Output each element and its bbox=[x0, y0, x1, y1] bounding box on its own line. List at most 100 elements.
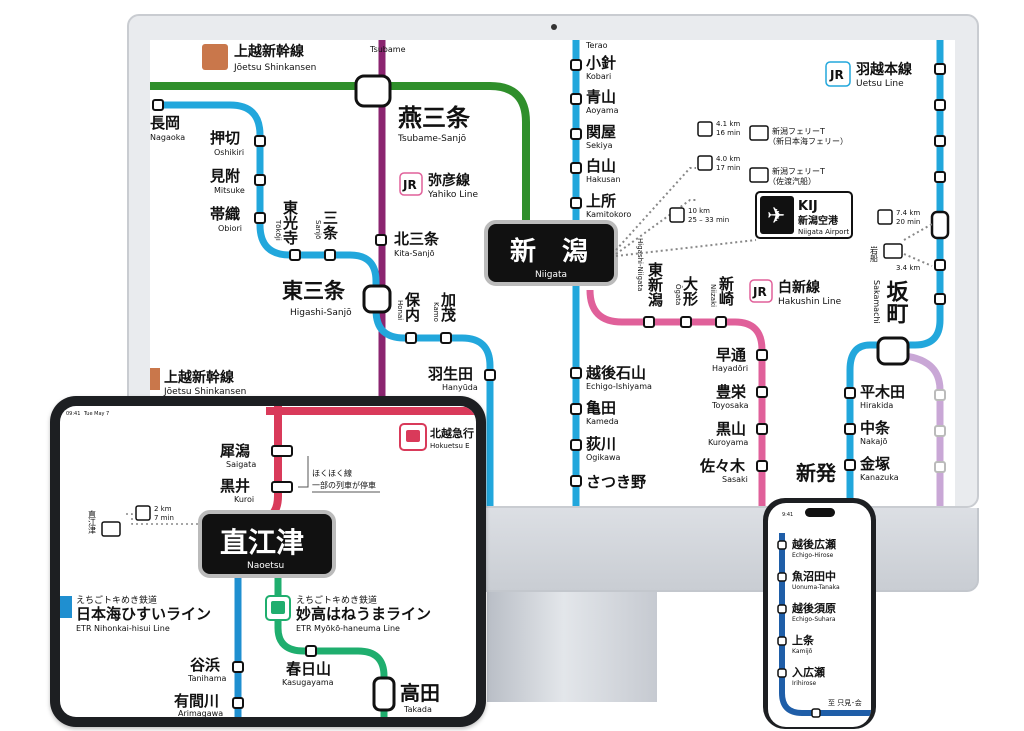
station-marker[interactable] bbox=[232, 661, 244, 673]
station-sekiya-en: Sekiya bbox=[586, 141, 613, 150]
kita-sanjo-en: Kita-Sanjō bbox=[394, 249, 435, 258]
station-marker[interactable] bbox=[570, 475, 582, 487]
station-kuroyama-jp: 黒山 bbox=[716, 420, 746, 438]
station-aoyama-jp: 青山 bbox=[586, 88, 616, 106]
train-icon bbox=[406, 430, 420, 442]
station-marker[interactable] bbox=[811, 708, 821, 718]
station-marker[interactable] bbox=[934, 171, 946, 183]
bus-time: 7 min bbox=[154, 514, 174, 522]
station-marker[interactable] bbox=[570, 439, 582, 451]
naoetsu-en: Naoetsu bbox=[247, 561, 284, 571]
station-marker[interactable] bbox=[756, 423, 768, 435]
naoetsu-jp: 直江津 bbox=[220, 526, 304, 559]
station-marker[interactable] bbox=[440, 332, 452, 344]
station-marker[interactable] bbox=[324, 249, 336, 261]
station-tokoji-en: Tōkōji bbox=[274, 219, 282, 241]
station-marker[interactable] bbox=[777, 668, 787, 678]
takada-marker[interactable] bbox=[372, 676, 396, 712]
sakamachi-bus-distance: 7.4 km bbox=[896, 209, 920, 217]
station-marker[interactable] bbox=[844, 459, 856, 471]
station-marker[interactable] bbox=[570, 93, 582, 105]
station-marker[interactable] bbox=[934, 259, 946, 271]
station-marker[interactable] bbox=[570, 367, 582, 379]
ferry-connector-2 bbox=[615, 199, 696, 255]
station-marker[interactable] bbox=[643, 316, 655, 328]
station-marker[interactable] bbox=[305, 645, 317, 657]
kuroi-marker[interactable] bbox=[271, 481, 293, 493]
station-marker[interactable] bbox=[934, 461, 946, 473]
station-marker[interactable] bbox=[844, 423, 856, 435]
uetsu-stations: 平木田 Hirakida 中条 Nakajō 金塚 Kanazuka bbox=[844, 383, 946, 482]
route-map-tablet: 09:41 Tue May 7 北越急行 Hokuetsu E 犀潟 Saiga… bbox=[60, 406, 476, 717]
tsubame-sanjo-en: Tsubame-Sanjō bbox=[397, 134, 467, 144]
bus-icon bbox=[135, 505, 151, 521]
station-marker[interactable] bbox=[254, 212, 266, 224]
station-marker[interactable] bbox=[756, 386, 768, 398]
station-marker[interactable] bbox=[777, 572, 787, 582]
station-marker[interactable] bbox=[715, 316, 727, 328]
nihonkai-badge bbox=[60, 596, 72, 618]
station-marker[interactable] bbox=[756, 349, 768, 361]
station-marker[interactable] bbox=[570, 128, 582, 140]
station-marker[interactable] bbox=[756, 460, 768, 472]
tablet-screen: 09:41 Tue May 7 北越急行 Hokuetsu E 犀潟 Saiga… bbox=[60, 406, 476, 717]
station-niizaki-en: Niizaki bbox=[709, 284, 717, 307]
train-icon bbox=[271, 601, 285, 614]
station-marker[interactable] bbox=[232, 697, 244, 709]
station-kamo-jp: 加茂 bbox=[439, 292, 457, 323]
tanihama-en: Tanihama bbox=[187, 674, 227, 683]
station-marker[interactable] bbox=[570, 162, 582, 174]
yahiko-line-jp: 弥彦線 bbox=[428, 172, 470, 189]
shinkansen-line-niigata bbox=[388, 82, 530, 240]
station-marker[interactable] bbox=[934, 425, 946, 437]
tanihama-jp: 谷浜 bbox=[190, 656, 220, 674]
station-obiori-jp: 帯織 bbox=[210, 205, 240, 223]
station-marker[interactable] bbox=[777, 540, 787, 550]
sakamachi-marker[interactable] bbox=[876, 336, 910, 366]
station-marker[interactable] bbox=[152, 99, 164, 111]
station-marker[interactable] bbox=[570, 59, 582, 71]
ferry2-distance: 4.0 km bbox=[716, 155, 740, 163]
station-marker[interactable] bbox=[777, 604, 787, 614]
station-marker[interactable] bbox=[934, 63, 946, 75]
station-marker[interactable] bbox=[680, 316, 692, 328]
station-marker[interactable] bbox=[934, 135, 946, 147]
phone-station-1-jp: 越後広瀬 bbox=[791, 537, 836, 551]
station-marker[interactable] bbox=[570, 403, 582, 415]
tsubame-sanjo-marker[interactable] bbox=[354, 74, 392, 108]
iwafune-distance: 3.4 km bbox=[896, 264, 920, 272]
bus-icon bbox=[877, 209, 893, 225]
station-marker[interactable] bbox=[570, 197, 582, 209]
tsubame-sanjo-jp: 燕三条 bbox=[398, 104, 471, 132]
saigata-jp: 犀潟 bbox=[219, 442, 250, 460]
station-marker[interactable] bbox=[934, 389, 946, 401]
saigata-marker[interactable] bbox=[271, 445, 293, 457]
station-marker[interactable] bbox=[289, 249, 301, 261]
station-marker[interactable] bbox=[484, 369, 496, 381]
airport-bus-time: 25 – 33 min bbox=[688, 216, 729, 224]
phone-footer-label: 至 只見･会 bbox=[828, 698, 862, 707]
station-marker[interactable] bbox=[777, 636, 787, 646]
station-kanazuka-jp: 金塚 bbox=[859, 455, 890, 473]
station-marker[interactable] bbox=[934, 99, 946, 111]
shinkansen-icon-mid bbox=[150, 368, 160, 390]
yahiko-line-en: Yahiko Line bbox=[427, 190, 478, 200]
station-marker[interactable] bbox=[844, 387, 856, 399]
station-marker[interactable] bbox=[254, 135, 266, 147]
station-marker[interactable] bbox=[934, 293, 946, 305]
shinetsu-line bbox=[158, 101, 494, 506]
station-kamitokoro-en: Kamitokoro bbox=[586, 210, 631, 219]
station-nakajo-en: Nakajō bbox=[860, 437, 888, 446]
station-marker[interactable] bbox=[405, 332, 417, 344]
naoetsu-station-sign[interactable] bbox=[198, 510, 336, 578]
murakami-marker[interactable] bbox=[930, 210, 950, 240]
phone-screen: 9:41 越後広瀬 Echigo-Hirose 魚沼田中 Uonuma-Tana… bbox=[768, 503, 871, 727]
jr-badge-yahiko-text: JR bbox=[402, 178, 417, 192]
camera-dot bbox=[551, 24, 557, 30]
station-hayadori-en: Hayadōri bbox=[712, 364, 748, 373]
station-marker[interactable] bbox=[254, 174, 266, 186]
vertical-stations-left: 東光寺 Tōkōji 三条 Sanjō 保内 Honai 加茂 Kamo bbox=[274, 199, 457, 344]
higashi-sanjo-marker[interactable] bbox=[362, 284, 392, 314]
kita-sanjo-marker[interactable] bbox=[375, 234, 387, 246]
station-sasaki-jp: 佐々木 bbox=[699, 457, 746, 475]
